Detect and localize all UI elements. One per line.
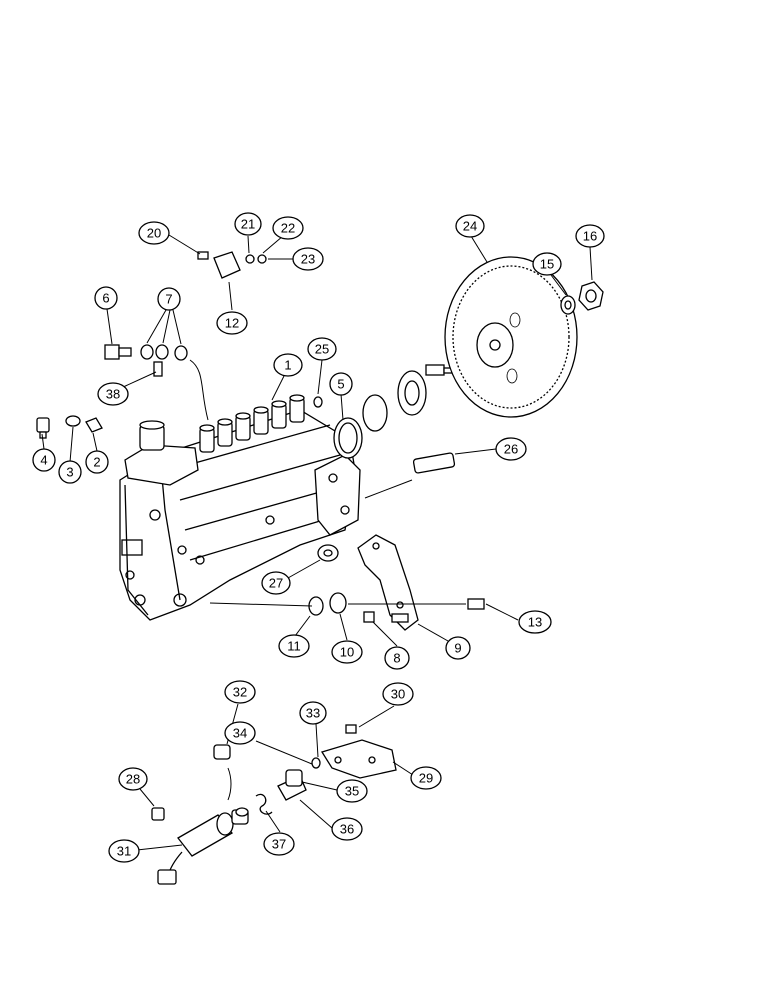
callout-label: 21 [241,217,255,232]
callout-label: 6 [102,291,109,306]
callout-label: 30 [391,687,405,702]
callout-label: 3 [66,465,73,480]
callout-label: 23 [301,252,315,267]
shutoff-solenoid-assembly [151,724,397,885]
callout-label: 34 [233,726,247,741]
seal-and-oring-25-5 [313,396,363,459]
callout-1: 1 [273,353,303,377]
callout-3: 3 [58,460,82,484]
injection-pump-assembly [119,359,361,621]
callout-31: 31 [108,839,140,863]
callout-8: 8 [384,646,410,670]
callout-label: 5 [337,377,344,392]
callout-2: 2 [85,450,109,474]
callout-25: 25 [307,337,337,361]
callout-label: 24 [463,219,477,234]
delivery-valves [199,394,305,453]
callout-label: 33 [306,706,320,721]
stud-26 [364,452,456,499]
callout-29: 29 [410,766,442,790]
callout-label: 27 [269,576,283,591]
callout-label: 12 [225,316,239,331]
callout-label: 13 [528,615,542,630]
callout-16: 16 [575,224,605,248]
callout-11: 11 [278,634,310,658]
callout-32: 32 [224,680,256,704]
callout-label: 8 [393,651,400,666]
callout-22: 22 [272,216,304,240]
callout-label: 16 [583,229,597,244]
small-fittings-2-3-4 [36,415,103,439]
callout-6: 6 [94,286,118,310]
callout-label: 15 [540,257,554,272]
callout-21: 21 [234,212,262,236]
callout-10: 10 [331,640,363,664]
callout-12: 12 [216,311,248,335]
callout-label: 10 [340,645,354,660]
callout-label: 7 [165,292,172,307]
throttle-bracket-9 [209,534,485,631]
callout-label: 29 [419,771,433,786]
leader-lines [41,234,593,851]
callout-15: 15 [532,252,562,276]
callout-33: 33 [299,701,327,725]
callout-label: 11 [287,639,301,654]
drive-gear-24 [444,256,578,418]
callout-9: 9 [445,636,471,660]
bushing-27 [317,544,339,562]
callout-26: 26 [495,437,527,461]
callout-label: 25 [315,342,329,357]
callout-label: 28 [126,772,140,787]
callout-label: 4 [40,453,47,468]
banjo-bolt-and-washers [104,344,188,377]
callout-34: 34 [224,721,256,745]
callout-5: 5 [329,372,353,396]
callout-38: 38 [97,382,129,406]
callout-35: 35 [336,779,368,803]
callout-label: 1 [284,358,291,373]
callout-label: 38 [106,387,120,402]
callout-label: 36 [340,822,354,837]
washer-and-nut-15-16 [560,281,604,315]
callout-7: 7 [157,287,181,311]
callout-label: 31 [117,844,131,859]
callout-30: 30 [382,682,414,706]
callout-label: 32 [233,685,247,700]
callout-13: 13 [518,610,552,634]
callout-4: 4 [32,448,56,472]
callout-label: 2 [93,455,100,470]
callout-label: 22 [281,221,295,236]
drive-hub-parts [362,364,453,432]
callout-label: 35 [345,784,359,799]
callout-36: 36 [331,817,363,841]
callout-20: 20 [138,221,170,245]
bracket-and-nuts-20-23 [197,251,267,279]
callout-label: 26 [504,442,518,457]
callout-23: 23 [292,247,324,271]
callout-27: 27 [261,571,291,595]
callout-label: 37 [272,837,286,852]
callout-label: 20 [147,226,161,241]
callout-37: 37 [263,832,295,856]
callout-24: 24 [455,214,485,238]
callout-label: 9 [454,641,461,656]
callout-28: 28 [118,767,148,791]
